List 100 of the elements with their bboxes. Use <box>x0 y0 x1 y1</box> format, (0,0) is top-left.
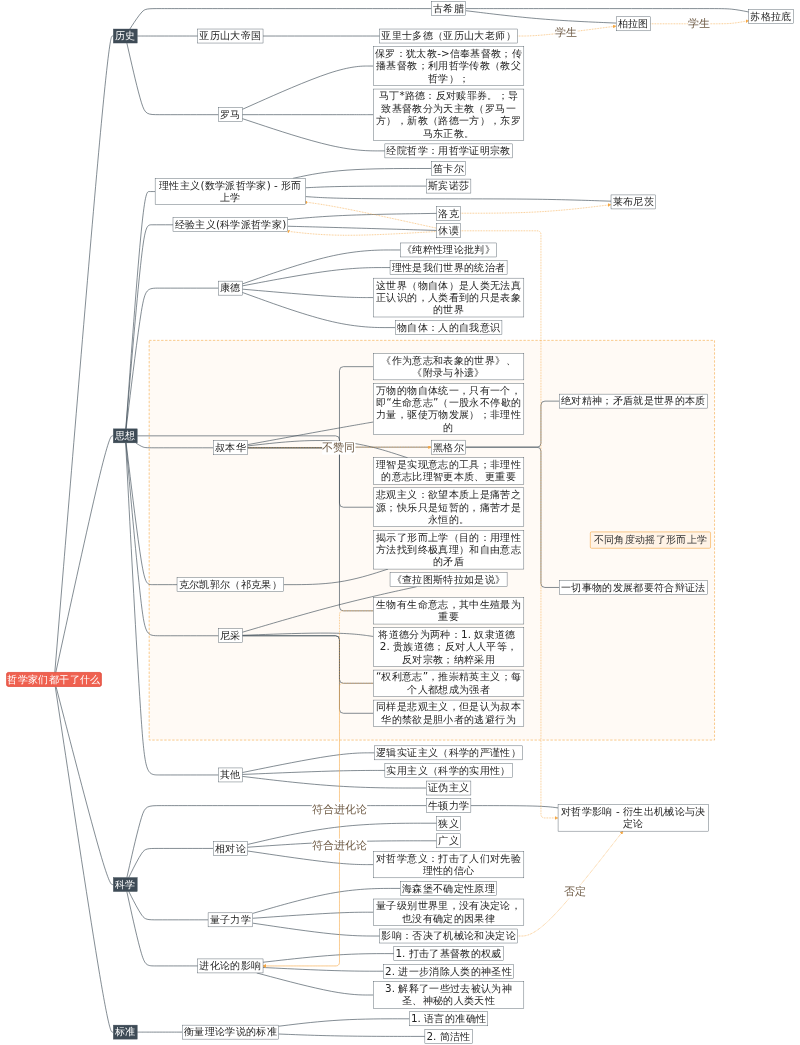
connector <box>54 35 114 673</box>
connector <box>262 953 395 963</box>
connector <box>128 891 209 921</box>
node-box: 1. 语言的准确性 <box>409 1011 488 1026</box>
connector <box>305 196 612 202</box>
node-box: “权利意志”，推崇精英主义；每个人都想成为强者 <box>373 669 525 697</box>
node-box: 马丁*路德：反对赎罪券。；导致基督教分为天主教（罗马一方），新教（路德一方），东罗马东正教。 <box>373 88 525 141</box>
connector <box>242 752 375 773</box>
connector <box>305 185 427 189</box>
node-box: 经验主义(科学派哲学家) <box>172 217 288 232</box>
node-box: 物自体：人的自我意识 <box>395 320 503 335</box>
node-box: 亚里士多德（亚历山大老师） <box>379 28 518 44</box>
connector <box>252 922 380 937</box>
node-box-text: 海森堡不确定性原理 <box>400 881 497 896</box>
connector <box>242 65 374 110</box>
connector <box>136 1031 183 1033</box>
connector <box>252 911 374 919</box>
node-box: 证伪主义 <box>426 780 472 796</box>
node-box: 实用主义（科学的实用性） <box>384 763 513 778</box>
node-box: 科学 <box>113 877 138 892</box>
node-box: 同样是悲观主义，但是认为叔本华的禁欲是胆小者的逃避行为 <box>373 699 525 727</box>
connector <box>278 1018 410 1027</box>
node-box-text: 2. 进一步消除人类的神圣性 <box>383 964 514 979</box>
node-box: 1. 打击了基督教的权威 <box>393 946 504 961</box>
node-box: 历史 <box>113 28 138 44</box>
node-box: 量子级别世界里，没有决定论，也没有确定的因果律 <box>373 898 525 926</box>
connector <box>242 114 374 115</box>
connector <box>242 118 386 152</box>
edge-label: 否定 <box>563 884 587 898</box>
node-box-text: 狭义 <box>436 816 461 831</box>
node-box: 理性是我们世界的统治者 <box>389 260 508 275</box>
node-box: 斯宾诺莎 <box>426 178 472 194</box>
connector <box>126 891 199 967</box>
connector <box>125 442 219 776</box>
edge-label: 学生 <box>687 17 711 31</box>
node-box: 克尔凯郭尔（祁克果） <box>176 577 284 592</box>
node-box: 黑格尔 <box>431 439 466 455</box>
node-box: 进化论的影响 <box>197 958 264 974</box>
node-box-text: 相对论 <box>213 841 248 856</box>
node-box: 这世界（物自体）是人类无法真正认识的，人类看到的只是表象的世界 <box>373 277 525 318</box>
connector <box>125 442 219 637</box>
node-box: 牛顿力学 <box>426 798 472 813</box>
node-box: 衡量理论学说的标准 <box>182 1024 279 1040</box>
node-box: 其他 <box>218 767 243 783</box>
connector <box>247 850 374 865</box>
node-box: 《作为意志和表象的世界》、《附录与补遗》 <box>373 353 525 381</box>
node-box: 尼采 <box>218 628 243 643</box>
connector <box>470 805 559 809</box>
connector <box>242 635 374 714</box>
node-box: 2. 简洁性 <box>424 1029 473 1044</box>
connector <box>278 1033 426 1037</box>
node-box: 《查拉图斯特拉如是说》 <box>389 572 508 587</box>
edge-label: 学生 <box>555 25 578 39</box>
connector <box>465 10 617 24</box>
node-box: 3. 解释了一些过去被认为神圣、神秘的人类天性 <box>373 981 525 1009</box>
node-box: 标准 <box>113 1024 138 1040</box>
node-box: 将道德分为两种：1. 奴隶道德 2. 贵族道德；反对人人平等，反对宗教；纳粹采用 <box>373 627 525 667</box>
node-box: 理智是实现意志的工具；非理性的意志比理智更本质、更重要 <box>373 457 525 485</box>
connector <box>465 446 560 588</box>
connector <box>262 967 384 972</box>
edge-label: 符合进化论 <box>311 838 368 852</box>
node-box: 理性主义(数学派哲学家) - 形而上学 <box>154 178 306 205</box>
connector <box>252 888 401 914</box>
node-box: 对哲学影响 - 衍生出机械论与决定论 <box>557 804 709 832</box>
connector <box>129 8 432 30</box>
node-box: 古希腊 <box>431 1 466 16</box>
connector <box>247 421 374 445</box>
node-box: 思想 <box>113 428 138 444</box>
connector <box>465 8 750 13</box>
connector <box>242 267 391 287</box>
node-box: 罗马 <box>218 107 243 122</box>
connector <box>54 686 114 1033</box>
connector <box>136 35 199 37</box>
node-box: 生物有生命意志，其中生殖最为重要 <box>373 597 525 625</box>
connector <box>242 770 386 775</box>
connector <box>125 287 219 430</box>
node-box: 逻辑实证主义（科学的严谨性） <box>374 745 523 761</box>
connector <box>287 213 437 220</box>
node-box-text: 广义 <box>436 833 461 849</box>
node-box: 万物的物自体统一，只有一个，即“生命意志”（一股永不停歇的力量，驱使万物发展）；非理性的 <box>373 383 525 435</box>
node-box: 影响：否决了机械论和决定论 <box>379 928 518 944</box>
node-box: 绝对精神；矛盾就是世界的本质 <box>559 393 708 409</box>
connector <box>242 288 374 298</box>
connector <box>242 776 427 789</box>
node-box: 康德 <box>218 280 243 296</box>
node-box-text: 笛卡尔 <box>431 161 466 176</box>
connector <box>135 442 214 449</box>
node-box: 叔本华 <box>213 440 248 455</box>
node-box: 量子力学 <box>207 912 253 928</box>
connector <box>242 292 396 328</box>
node-box: 柏拉图 <box>616 16 651 31</box>
connector <box>55 435 114 673</box>
node-box: 一切事物的发展都要符合辩证法 <box>559 580 708 595</box>
node-box: 揭示了形而上学（目的：用理性方法找到终极真理）和自由意志的矛盾 <box>373 530 525 570</box>
connector <box>125 224 174 430</box>
connector <box>55 686 114 885</box>
edge-label: 不赞同 <box>322 441 356 455</box>
connector <box>242 249 401 285</box>
node-box: 苏格拉底 <box>748 9 794 24</box>
node-box: 对哲学意义：打击了人们对先验理性的信心 <box>373 851 525 879</box>
